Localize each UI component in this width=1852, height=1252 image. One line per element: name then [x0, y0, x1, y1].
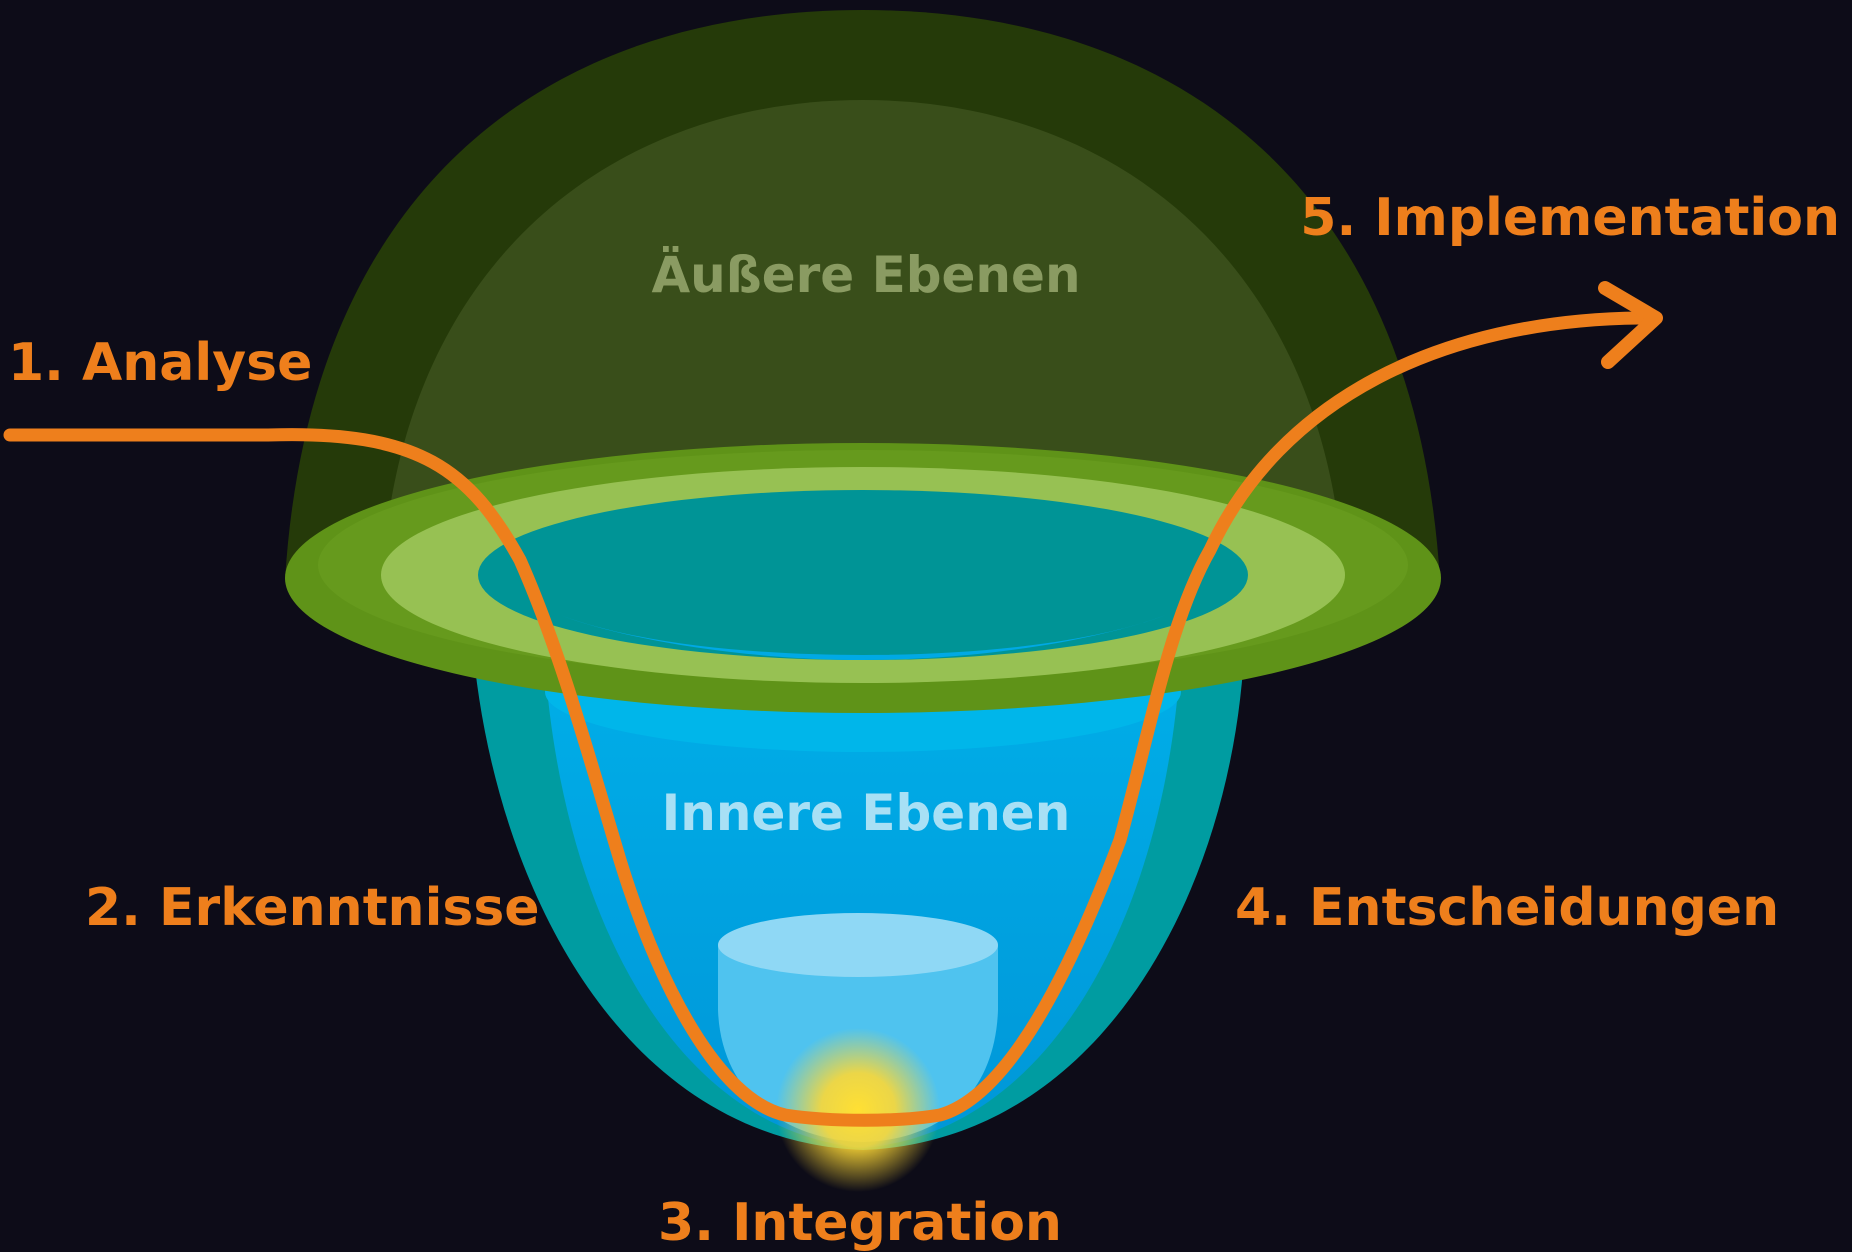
outer-level-label: Äußere Ebenen [651, 246, 1080, 304]
core-glow [776, 1028, 940, 1192]
step-entscheidungen-label: 4. Entscheidungen [1235, 878, 1779, 938]
u-path [3, 311, 1647, 1127]
step-implementation-label: 5. Implementation [1300, 188, 1840, 248]
step-analyse-label: 1. Analyse [8, 333, 312, 393]
core-cup-top [718, 913, 998, 977]
arrow-head-icon [1598, 281, 1663, 369]
ring-opening [478, 490, 1248, 660]
step-integration-label: 3. Integration [658, 1193, 1062, 1252]
step-erkenntnisse-label: 2. Erkenntnisse [85, 878, 540, 938]
inner-bowl [545, 665, 1180, 1148]
inner-level-label: Innere Ebenen [662, 784, 1071, 842]
ring-opening-depth [560, 615, 1166, 660]
